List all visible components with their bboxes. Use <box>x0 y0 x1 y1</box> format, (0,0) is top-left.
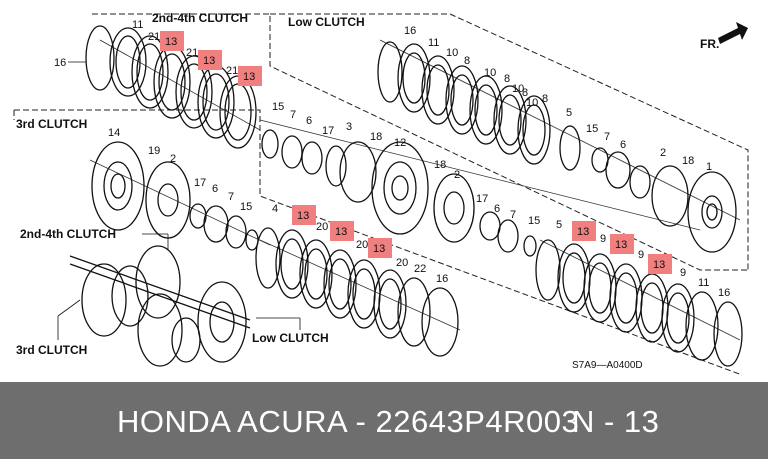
part-number: 18 <box>434 159 446 171</box>
highlight-box-5 <box>330 221 354 241</box>
section-title-2nd4th-left: 2nd-4th CLUTCH <box>20 227 116 241</box>
section-title-low-bottom: Low CLUTCH <box>252 331 329 345</box>
part-number: 21 <box>148 31 160 43</box>
highlight-label-5: 13 <box>335 226 347 238</box>
drawing-code: S7A9—A0400D <box>572 360 643 371</box>
part-number-title: HONDA ACURA - 22643P4R003 <box>117 404 580 439</box>
part-number: 9 <box>638 249 644 261</box>
part-number: 11 <box>428 37 439 49</box>
part-number: 17 <box>322 125 334 137</box>
part-number: 20 <box>396 257 408 269</box>
section-title-3rd-bottom: 3rd CLUTCH <box>16 343 87 357</box>
part-number: 4 <box>272 203 278 215</box>
middle-drum-assembly <box>261 129 537 257</box>
parts-diagram: 13 13 13 13 13 13 13 13 13 2nd-4th CLUTC… <box>13 11 749 376</box>
highlight-label-6: 13 <box>373 243 385 255</box>
highlight-labels: 13 13 13 13 13 13 13 13 13 <box>165 36 665 271</box>
highlight-label-7: 13 <box>577 226 589 238</box>
highlight-box-9 <box>648 254 672 274</box>
part-number: 18 <box>682 155 694 167</box>
part-number: 6 <box>620 139 626 151</box>
highlight-label-3: 13 <box>243 71 255 83</box>
part-number: 18 <box>370 131 382 143</box>
part-number: 19 <box>148 145 160 157</box>
clutch-stack-low-top <box>377 41 737 253</box>
part-number: 6 <box>212 183 218 195</box>
part-number: 3 <box>346 121 352 133</box>
part-number: 15 <box>586 123 598 135</box>
part-number: 8 <box>464 55 470 67</box>
part-number: 22 <box>414 263 426 275</box>
part-number: 6 <box>494 203 500 215</box>
part-number: 7 <box>510 209 516 221</box>
highlight-label-9: 13 <box>653 259 665 271</box>
part-number: 10 <box>446 47 458 59</box>
position-label: N - 13 <box>572 404 660 439</box>
part-number: 2 <box>454 169 460 181</box>
section-title-3rd-left: 3rd CLUTCH <box>16 117 87 131</box>
part-number: 5 <box>556 219 562 231</box>
highlight-box-4 <box>292 205 316 225</box>
part-number: 2 <box>170 153 176 165</box>
part-number: 16 <box>436 273 448 285</box>
highlight-box-8 <box>610 234 634 254</box>
highlight-box-6 <box>368 238 392 258</box>
part-number: 9 <box>680 267 686 279</box>
section-boundaries <box>13 13 749 376</box>
part-number: 16 <box>404 25 416 37</box>
part-number: 1 <box>706 161 712 173</box>
part-number: 8 <box>542 93 548 105</box>
part-number: 17 <box>194 177 206 189</box>
part-number: 7 <box>604 131 610 143</box>
part-number: 11 <box>698 277 709 289</box>
mainshaft-assembly <box>69 245 251 367</box>
part-number: 16 <box>54 57 66 69</box>
part-number: 15 <box>240 201 252 213</box>
part-number: 9 <box>600 233 606 245</box>
section-title-low-top: Low CLUTCH <box>288 15 365 29</box>
part-number-labels: 16 11 21 21 21 16 11 10 8 10 8 10 8 10 8… <box>54 19 730 299</box>
part-number: 21 <box>186 47 198 59</box>
highlight-label-8: 13 <box>615 239 627 251</box>
highlight-boxes <box>160 31 672 274</box>
part-number: 2 <box>660 147 666 159</box>
highlight-box-2 <box>198 50 222 70</box>
highlight-box-3 <box>238 66 262 86</box>
part-number: 7 <box>290 109 296 121</box>
highlight-box-1 <box>160 31 184 51</box>
part-number: 20 <box>316 221 328 233</box>
part-number: 7 <box>228 191 234 203</box>
clutch-stack-2nd4th-top <box>85 25 257 149</box>
highlight-label-2: 13 <box>203 55 215 67</box>
front-arrow-icon <box>718 22 748 44</box>
part-number: 8 <box>504 73 510 85</box>
part-number: 15 <box>272 101 284 113</box>
part-number: 12 <box>394 137 406 149</box>
part-number: 21 <box>226 65 238 77</box>
highlight-label-4: 13 <box>297 210 309 222</box>
part-number: 15 <box>528 215 540 227</box>
section-title-2nd4th-top: 2nd-4th CLUTCH <box>152 11 248 25</box>
part-number: 8 <box>522 87 528 99</box>
front-arrow-label: FR. <box>700 37 719 51</box>
highlight-label-1: 13 <box>165 36 177 48</box>
clutch-stack-3rd-lower <box>255 227 459 357</box>
part-number: 10 <box>484 67 496 79</box>
part-number: 10 <box>512 83 524 95</box>
part-number: 10 <box>526 97 538 109</box>
part-number: 14 <box>108 127 120 139</box>
part-info-footer: HONDA ACURA - 22643P4R003 N - 13 <box>0 382 768 459</box>
part-number: 17 <box>476 193 488 205</box>
part-number: 6 <box>306 115 312 127</box>
part-number: 16 <box>718 287 730 299</box>
part-number: 20 <box>356 239 368 251</box>
part-number: 5 <box>566 107 572 119</box>
exploded-view-drawing: 13 13 13 13 13 13 13 13 13 2nd-4th CLUTC… <box>13 11 749 376</box>
highlight-box-7 <box>572 221 596 241</box>
part-number: 11 <box>132 19 143 31</box>
leader-lines <box>57 61 301 340</box>
